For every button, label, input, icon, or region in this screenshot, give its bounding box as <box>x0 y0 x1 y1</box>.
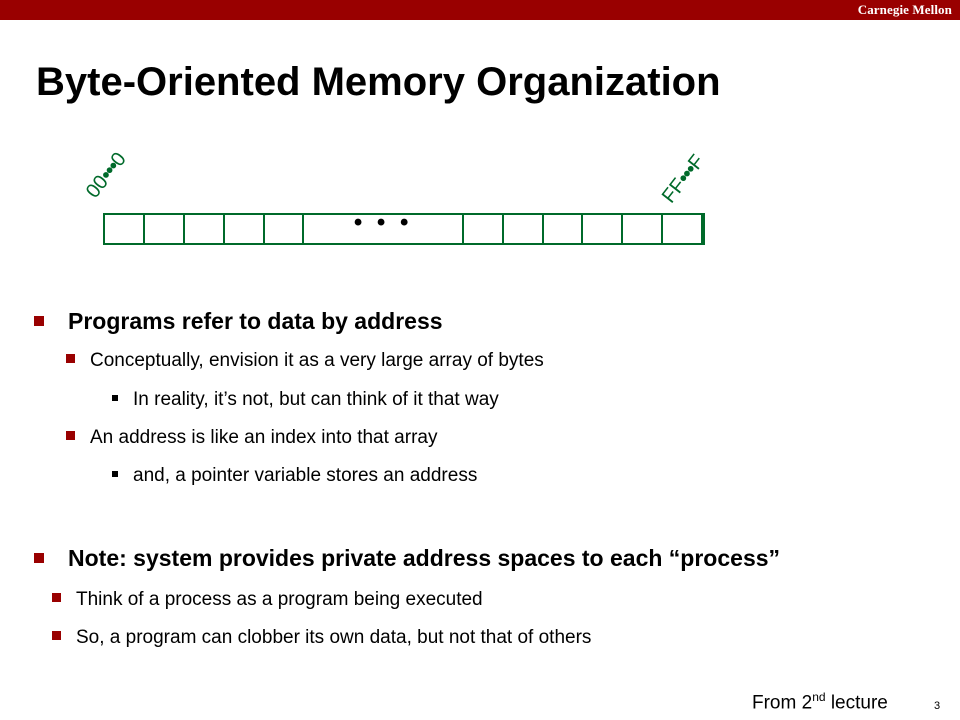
source-note-superscript: nd <box>812 690 826 704</box>
subbullet-think-process: Think of a process as a program being ex… <box>52 589 483 611</box>
bullet-square-icon <box>34 315 44 326</box>
bullet-text: Think of a process as a program being ex… <box>76 589 483 610</box>
subsubbullet-pointer: and, a pointer variable stores an addres… <box>112 465 477 487</box>
byte-cell <box>464 215 504 243</box>
bullet-text: An address is like an index into that ar… <box>90 427 438 448</box>
byte-cell <box>623 215 664 243</box>
bullet-text: Note: system provides private address sp… <box>68 545 781 571</box>
byte-cell <box>105 215 145 243</box>
subsubbullet-in-reality: In reality, it’s not, but can think of i… <box>112 389 499 411</box>
subbullet-address-index: An address is like an index into that ar… <box>66 427 437 449</box>
byte-cell <box>663 215 704 243</box>
subbullet-clobber: So, a program can clobber its own data, … <box>52 627 591 649</box>
subbullet-conceptually: Conceptually, envision it as a very larg… <box>66 350 544 372</box>
bullet-small-square-icon <box>112 470 118 477</box>
byte-cell <box>145 215 185 243</box>
byte-cell <box>504 215 544 243</box>
memory-byte-array: • • • <box>103 209 705 245</box>
bullet-square-icon <box>52 631 61 641</box>
ellipsis: • • • <box>353 209 413 236</box>
header-bar: Carnegie Mellon <box>0 0 960 20</box>
byte-cell <box>225 215 265 243</box>
source-note-suffix: lecture <box>825 692 888 714</box>
bullet-text: and, a pointer variable stores an addres… <box>133 465 478 486</box>
bullet-text: Conceptually, envision it as a very larg… <box>90 350 544 371</box>
bullet-small-square-icon <box>112 394 118 401</box>
page-number: 3 <box>934 700 941 712</box>
byte-cell <box>583 215 624 243</box>
byte-cell <box>544 215 584 243</box>
bullet-square-icon <box>52 593 61 603</box>
byte-cell <box>185 215 225 243</box>
bullet-square-icon <box>66 354 75 364</box>
bullet-square-icon <box>34 552 44 563</box>
slide-title: Byte-Oriented Memory Organization <box>36 60 721 104</box>
elided-cells: • • • <box>304 209 464 243</box>
byte-cell <box>265 215 305 243</box>
bullet-text: In reality, it’s not, but can think of i… <box>133 389 499 410</box>
bullet-text: So, a program can clobber its own data, … <box>76 627 592 648</box>
bullet-note-system: Note: system provides private address sp… <box>34 545 780 572</box>
source-note: From 2nd lecture <box>752 690 888 714</box>
source-note-prefix: From 2 <box>752 692 813 714</box>
bullet-text: Programs refer to data by address <box>68 308 443 334</box>
bullet-programs-refer: Programs refer to data by address <box>34 308 443 335</box>
brand-name: Carnegie Mellon <box>857 2 952 17</box>
bullet-square-icon <box>66 431 75 441</box>
